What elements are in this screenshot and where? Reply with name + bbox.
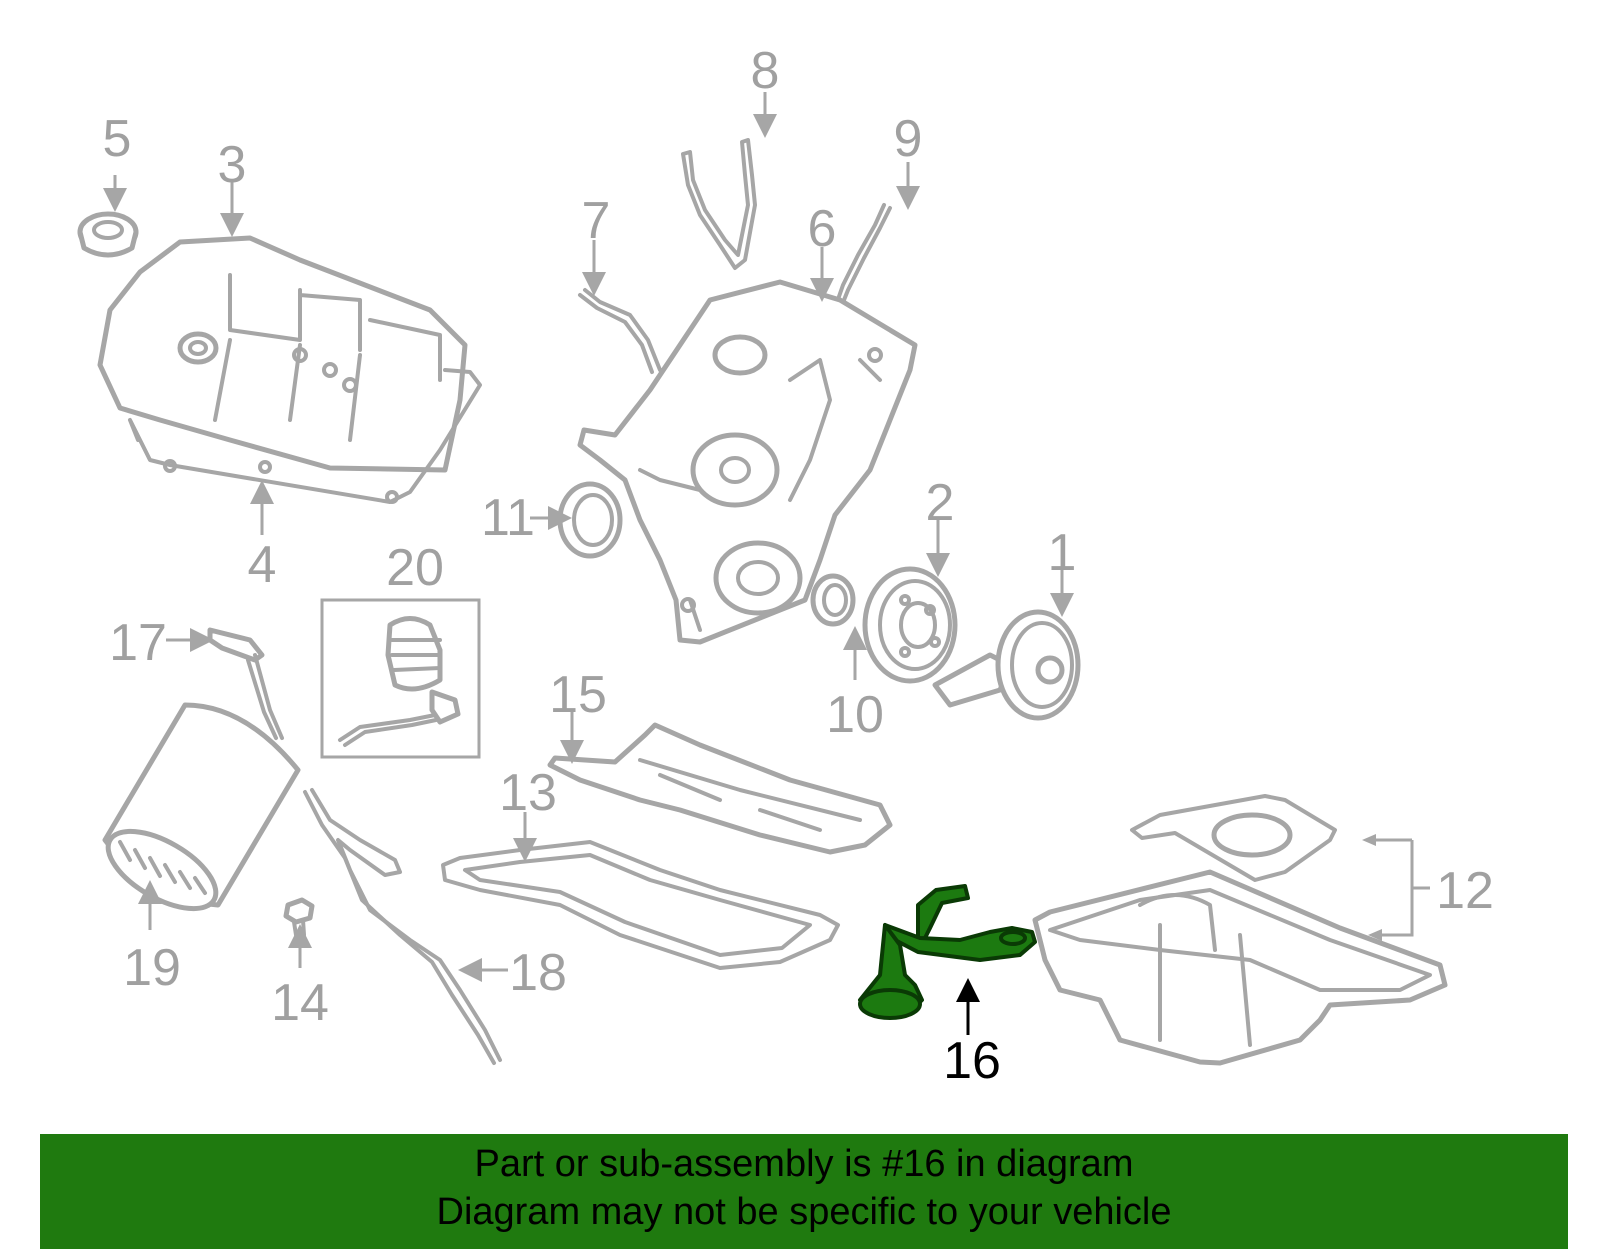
part-15-oil-baffle[interactable] (547, 722, 893, 855)
callout-10: 10 (826, 686, 884, 744)
part-3-valve-cover[interactable] (97, 235, 468, 473)
part-20-pcv-kit[interactable] (320, 598, 481, 759)
callout-13: 13 (499, 764, 557, 822)
part-10-crank-seal[interactable] (810, 573, 856, 627)
part-6-timing-cover[interactable] (577, 279, 918, 645)
callout-7: 7 (582, 192, 611, 250)
part-2-harmonic-balancer[interactable] (862, 566, 958, 684)
callout-4: 4 (248, 536, 277, 594)
callout-14: 14 (271, 974, 329, 1032)
callout-19: 19 (123, 939, 181, 997)
part-13-oil-pan-gasket[interactable] (441, 840, 840, 970)
banner-line-2: Diagram may not be specific to your vehi… (436, 1191, 1172, 1233)
callout-3: 3 (218, 136, 247, 194)
part-14-bolt[interactable] (283, 897, 315, 937)
part-4-valve-cover-gasket[interactable] (128, 368, 482, 504)
part-1-pulley[interactable] (932, 609, 1081, 721)
part-7-gasket-strip[interactable] (578, 288, 662, 374)
part-5-oil-filler-cap[interactable] (77, 211, 139, 258)
part-9-gasket-strip[interactable] (833, 203, 892, 312)
part-16-oil-pickup-tube[interactable] (858, 884, 1037, 1020)
callout-16: 16 (943, 1032, 1001, 1090)
callouts: 5 3 4 8 9 7 6 11 2 1 10 20 17 15 13 12 1… (103, 42, 1494, 1090)
info-banner: Part or sub-assembly is #16 in diagram D… (40, 1134, 1568, 1249)
callout-17: 17 (109, 614, 167, 672)
callout-12: 12 (1436, 862, 1494, 920)
part-11-front-seal[interactable] (557, 481, 623, 559)
callout-20: 20 (386, 539, 444, 597)
part-12-oil-pan[interactable] (1032, 794, 1448, 1066)
callout-15: 15 (549, 666, 607, 724)
banner-line-1: Part or sub-assembly is #16 in diagram (474, 1143, 1134, 1185)
callout-9: 9 (894, 110, 923, 168)
leader-lines (103, 92, 1430, 1035)
callout-2: 2 (926, 474, 955, 532)
callout-5: 5 (103, 110, 132, 168)
part-19-oil-filter[interactable] (96, 702, 301, 924)
part-8-timing-cover-gasket[interactable] (681, 138, 757, 270)
callout-8: 8 (751, 42, 780, 100)
callout-18: 18 (509, 944, 567, 1002)
callout-1: 1 (1048, 524, 1077, 582)
part-18-dipstick[interactable] (303, 788, 502, 1065)
callout-6: 6 (808, 200, 837, 258)
callout-11: 11 (481, 489, 535, 547)
